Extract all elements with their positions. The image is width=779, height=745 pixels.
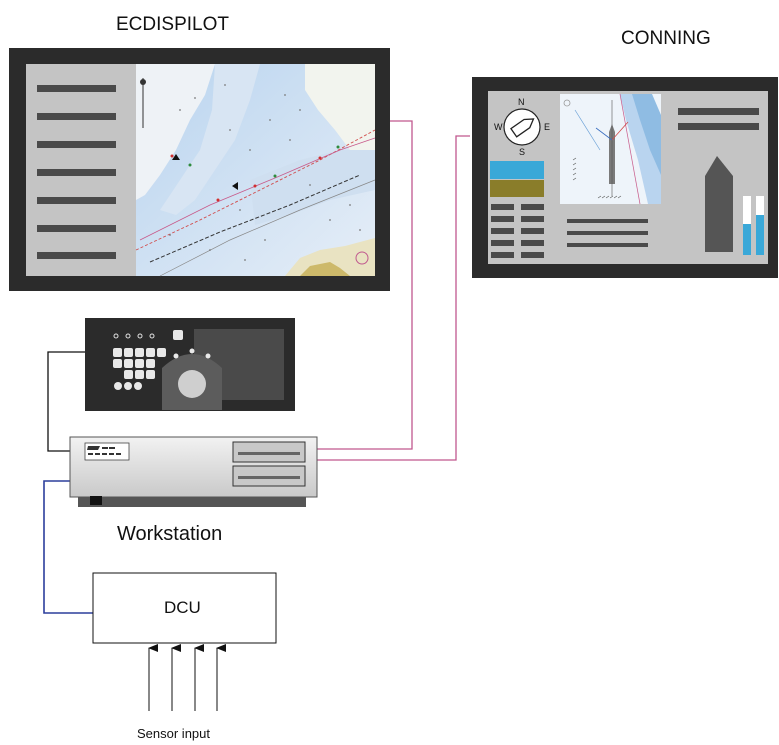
- drive-bay-2: [232, 465, 306, 487]
- keypad-keys: [113, 330, 183, 390]
- compass-south: S: [519, 147, 526, 157]
- video-link-conning: [317, 135, 470, 461]
- compass-east: E: [544, 122, 551, 132]
- sensor-input-label: Sensor input: [137, 726, 210, 741]
- conning-label: CONNING: [621, 28, 711, 49]
- conning-monitor: [472, 77, 778, 278]
- dcu-box: [92, 572, 277, 644]
- conning-text-bars: [567, 108, 759, 247]
- sensor-link: [43, 480, 93, 614]
- ship-outline-icon: [705, 156, 733, 252]
- indicator-olive: [490, 180, 544, 197]
- keypad-small-keys: [113, 333, 155, 339]
- workstation-unit: [69, 436, 318, 507]
- control-panel: [85, 318, 295, 411]
- trackball: [162, 348, 222, 410]
- compass-dial: [503, 108, 541, 146]
- compass-north: N: [518, 97, 525, 107]
- dcu-label: DCU: [164, 598, 201, 617]
- ecdis-monitor: [9, 48, 390, 291]
- ecdis-menu-bars: [37, 85, 116, 259]
- level-indicators: [743, 196, 764, 255]
- nautical-chart: [135, 64, 376, 277]
- ecdis-label: ECDISPILOT: [116, 14, 229, 35]
- compass-west: W: [494, 122, 503, 132]
- conning-data-grid: [491, 204, 544, 258]
- video-link-ecdis: [317, 120, 413, 450]
- sensor-input-arrows: [148, 644, 226, 711]
- indicator-blue: [490, 161, 544, 179]
- workstation-label: Workstation: [117, 523, 223, 545]
- control-panel-link: [47, 351, 85, 452]
- drive-bay-1: [232, 441, 306, 463]
- workstation-logo-panel: [84, 442, 130, 461]
- docking-view: [560, 93, 661, 205]
